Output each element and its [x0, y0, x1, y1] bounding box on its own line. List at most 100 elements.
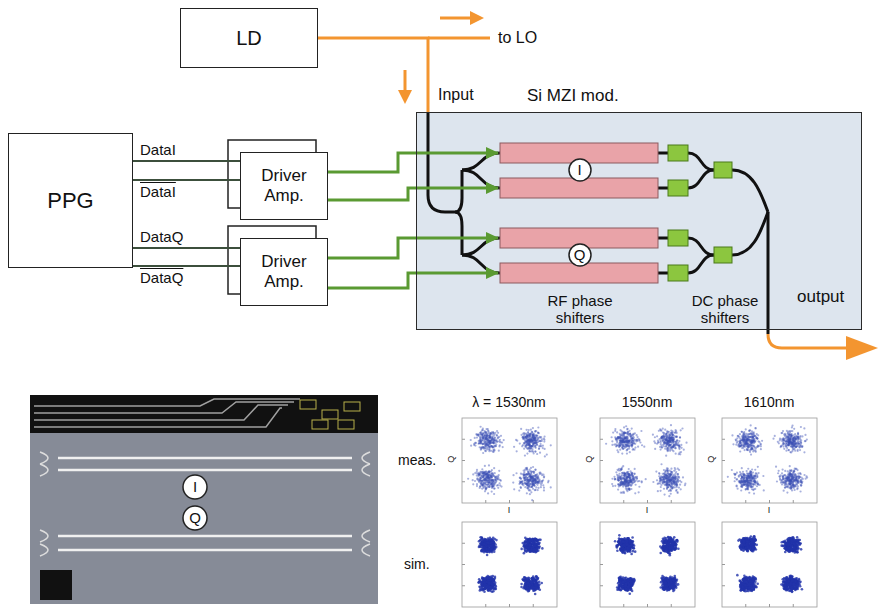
- waveguide: [462, 170, 500, 188]
- waveguide: [455, 170, 462, 212]
- modulator-panel: Si MZI mod.IQ: [416, 112, 862, 330]
- wavelength-label: 1550nm: [587, 394, 707, 410]
- chip-coupler: [40, 530, 48, 542]
- node-label: Q: [568, 243, 592, 267]
- axis-label: I: [489, 505, 529, 515]
- chip-block: [40, 570, 72, 600]
- waveguide: [732, 212, 768, 255]
- node-label: Q: [182, 505, 208, 531]
- chip-waveguide: [58, 535, 352, 538]
- chip-wire: [34, 408, 282, 427]
- connector: [133, 179, 240, 181]
- connector: [328, 188, 498, 200]
- chip-coupler: [362, 452, 370, 464]
- chip-waveguide: [58, 469, 352, 472]
- chip-pad: [322, 410, 338, 419]
- node-label: PPG: [47, 188, 93, 213]
- chip-coupler: [40, 452, 48, 464]
- chip-wire: [34, 405, 288, 420]
- dc-phase-shifter: [668, 265, 688, 281]
- arrow-head: [398, 90, 412, 104]
- generator-box: PPG: [8, 133, 133, 268]
- waveguide: [428, 112, 455, 212]
- waveguide: [688, 153, 714, 170]
- axis-label: Q: [706, 456, 716, 463]
- output-arrow: [846, 336, 878, 360]
- axis-label: Q: [584, 456, 594, 463]
- port-label: output: [797, 287, 844, 307]
- signal-name: DataQ: [140, 269, 183, 286]
- arrow-head: [470, 11, 484, 25]
- row-label: meas.: [398, 452, 436, 468]
- laser-line: [428, 37, 490, 40]
- output-line: [768, 334, 848, 348]
- constellation-plot: [722, 522, 817, 607]
- node-label: I: [182, 474, 208, 500]
- part-label: DC phase shifters: [680, 292, 770, 327]
- waveguide: [688, 170, 714, 188]
- signal-name: DataI: [140, 141, 176, 158]
- dc-phase-shifter: [668, 230, 688, 246]
- waveguide: [688, 238, 714, 255]
- wavelength-label: λ = 1530nm: [449, 394, 569, 410]
- waveguide: [658, 152, 668, 155]
- chip-pad: [312, 420, 328, 429]
- panel-heading: Si MZI mod.: [527, 86, 619, 106]
- waveguide: [658, 237, 668, 240]
- connector: [133, 247, 240, 249]
- waveguide: [658, 187, 668, 190]
- waveguide: [462, 238, 500, 255]
- waveguide: [688, 255, 714, 273]
- part-label: RF phase shifters: [535, 292, 625, 327]
- axis-label: Q: [446, 456, 456, 463]
- waveguide: [658, 272, 668, 275]
- photo-circle: I: [182, 474, 208, 500]
- chip-coupler: [362, 464, 370, 476]
- modulator-ground: [416, 112, 862, 330]
- connector: [328, 273, 498, 288]
- driver-box: Driver Amp.: [240, 238, 328, 306]
- row-label: sim.: [404, 556, 430, 572]
- constellation-plot: [600, 418, 695, 503]
- connector: [318, 38, 428, 112]
- direction-arrow: [404, 70, 407, 92]
- connector: [328, 153, 498, 172]
- photo-circle: Q: [182, 505, 208, 531]
- connector: [328, 238, 498, 258]
- dc-phase-shifter: [668, 145, 688, 161]
- driver-box: Driver Amp.: [240, 152, 328, 220]
- port-label: Input: [438, 86, 474, 104]
- chip-photo: [30, 395, 378, 604]
- direction-arrow: [440, 17, 472, 20]
- dc-phase-shifter: [668, 180, 688, 196]
- waveguide: [462, 255, 500, 273]
- axis-label: I: [627, 505, 667, 515]
- waveguide: [732, 170, 768, 212]
- chip-pad: [300, 400, 316, 409]
- node-label: Driver Amp.: [245, 166, 323, 205]
- node-label: Driver Amp.: [245, 252, 323, 291]
- chip-pad: [338, 420, 354, 429]
- laser-box: LD: [180, 8, 318, 68]
- chip-coupler: [40, 464, 48, 476]
- node-label: I: [568, 158, 592, 182]
- chip-coupler: [362, 530, 370, 542]
- wavelength-label: 1610nm: [709, 394, 829, 410]
- signal-name: DataQ: [140, 228, 183, 245]
- chip-coupler: [40, 544, 48, 556]
- constellation-plot: [722, 418, 817, 503]
- constellation-plot: [462, 418, 557, 503]
- dc-phase-shifter: [714, 247, 732, 263]
- arm-circle: Q: [568, 243, 592, 267]
- axis-label: I: [749, 505, 789, 515]
- constellation-plot: [462, 522, 557, 607]
- connector: [133, 160, 240, 162]
- port-label: to LO: [498, 29, 537, 47]
- waveguide: [462, 153, 500, 170]
- signal-name: DataI: [140, 183, 176, 200]
- node-label: LD: [236, 27, 262, 50]
- chip-pad: [344, 402, 360, 411]
- chip-waveguide: [58, 457, 352, 460]
- chip-coupler: [362, 544, 370, 556]
